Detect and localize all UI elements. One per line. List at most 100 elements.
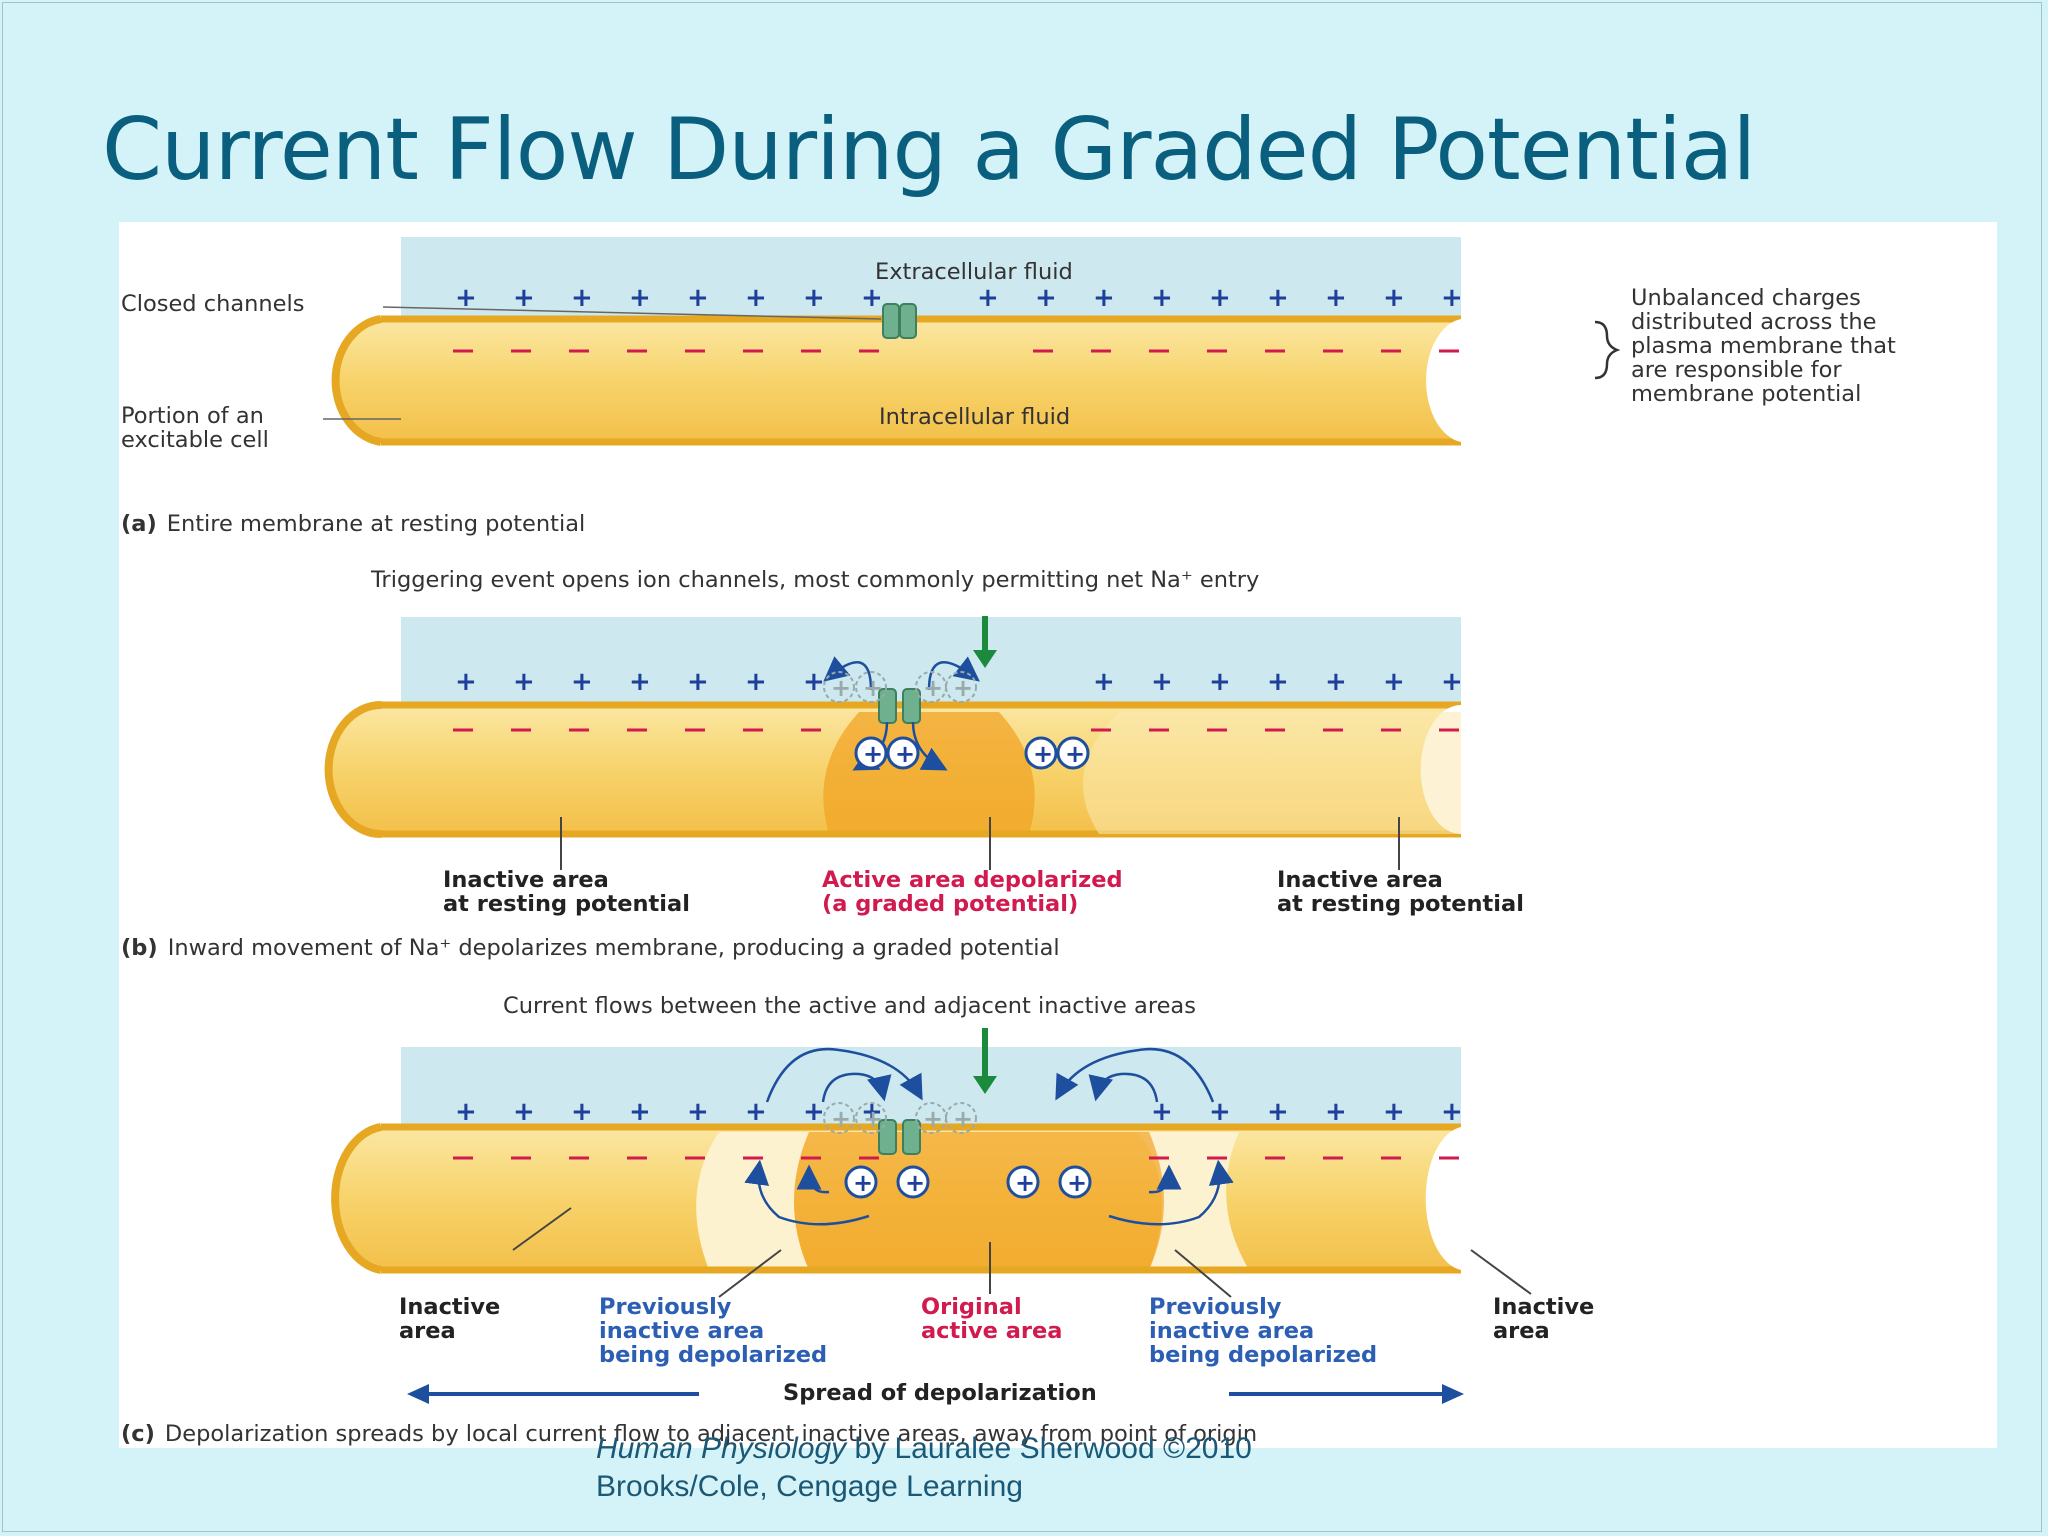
plus-charge: + [1267, 667, 1289, 697]
plus-charge: + [513, 1097, 535, 1127]
spread-arrow-right [1442, 1384, 1464, 1404]
ion-plus-sign: + [1065, 740, 1085, 768]
ion-plus-sign: + [863, 1105, 883, 1133]
intracellular-label: Intracellular fluid [879, 404, 1071, 430]
membrane-diagram: + + + + + + + + + + + + + + + + + + + + + + + + + + + + + + + [323, 237, 1997, 1410]
plus-charge: + [1441, 667, 1463, 697]
plus-charge: + [629, 283, 651, 313]
ion-plus-sign: + [923, 1105, 943, 1133]
ion-plus-sign: + [905, 1169, 925, 1197]
plus-charge: + [1209, 667, 1231, 697]
plus-charge: + [1383, 283, 1405, 313]
unbalanced-line-2: distributed across the [1631, 309, 1877, 335]
extracellular-region [401, 617, 1461, 705]
panel-c: ++++++++++++++ ++++++++ [331, 1028, 1997, 1410]
inactive-c-left-1: Inactive [399, 1294, 501, 1320]
original-1: Original [921, 1294, 1022, 1320]
inactive-left-1: Inactive area [443, 867, 609, 893]
plus-charge: + [745, 667, 767, 697]
plus-charge: + [861, 283, 883, 313]
plus-charge: + [1151, 667, 1173, 697]
plus-charge: + [1035, 283, 1057, 313]
open-channel-c [878, 1119, 921, 1155]
extracellular-label: Extracellular fluid [875, 259, 1073, 285]
sodium-ion [844, 1165, 878, 1199]
positive-charges: +++++++++++++++++ [455, 283, 1463, 313]
credit-line-2: Brooks/Cole, Cengage Learning [596, 1470, 1023, 1503]
plus-charge: + [1209, 283, 1231, 313]
slide-title: Current Flow During a Graded Potential [102, 100, 1756, 200]
previously-left-3: being depolarized [599, 1342, 828, 1368]
faded-ion [915, 1102, 947, 1134]
inactive-c-right-1: Inactive [1493, 1294, 1595, 1320]
credit-author: by Lauralee Sherwood ©2010 [846, 1432, 1252, 1465]
plus-charge: + [687, 283, 709, 313]
faded-ion [823, 1102, 855, 1134]
plus-charge: + [455, 1097, 477, 1127]
plus-charge: + [803, 667, 825, 697]
ion-plus-sign: + [1015, 1169, 1035, 1197]
plus-charge: + [687, 667, 709, 697]
original-active-fill [794, 1132, 1164, 1270]
positive-charges: ++++++++++++++ [455, 1097, 1463, 1127]
inactive-right-1: Inactive area [1277, 867, 1443, 893]
trigger-arrow [973, 1076, 997, 1094]
faded-ion [855, 1102, 887, 1134]
plus-charge: + [1325, 667, 1347, 697]
plus-charge: + [1325, 1097, 1347, 1127]
positive-charges: ++++++++++++++ [455, 667, 1463, 697]
active-area-fill [823, 712, 1035, 834]
sodium-ion [886, 736, 920, 770]
previously-right-1: Previously [1149, 1294, 1282, 1320]
portion-label-1: Portion of an [121, 403, 264, 429]
trigger-label: Triggering event opens ion channels, mos… [371, 567, 1260, 593]
ion-plus-sign: + [895, 740, 915, 768]
ion-plus-sign: + [923, 674, 943, 702]
sodium-ions: ++++++++ [823, 671, 1090, 770]
caption-c-text: Depolarization spreads by local current … [164, 1421, 1258, 1447]
unbalanced-line-5: membrane potential [1631, 381, 1862, 407]
sodium-ion [1024, 736, 1058, 770]
current-flow-label: Current flows between the active and adj… [503, 993, 1196, 1019]
inactive-c-right-2: area [1493, 1318, 1550, 1344]
plus-charge: + [455, 667, 477, 697]
ion-plus-sign: + [1067, 1169, 1087, 1197]
ion-plus-sign: + [831, 1105, 851, 1133]
plus-charge: + [687, 1097, 709, 1127]
plus-charge: + [803, 283, 825, 313]
spread-label: Spread of depolarization [783, 1380, 1097, 1406]
ion-plus-sign: + [1033, 740, 1053, 768]
ion-plus-sign: + [863, 740, 883, 768]
trigger-arrow [973, 650, 997, 668]
tag-b: (b) [121, 935, 158, 961]
sodium-ion [1006, 1165, 1040, 1199]
extracellular-region [401, 1047, 1461, 1127]
plus-charge: + [1151, 1097, 1173, 1127]
active-area-2: (a graded potential) [822, 891, 1079, 917]
plus-charge: + [745, 1097, 767, 1127]
caption-a: (a) Entire membrane at resting potential [121, 512, 585, 536]
previously-inactive-left-fill [696, 1132, 809, 1270]
sodium-ion [896, 1165, 930, 1199]
plus-charge: + [1383, 1097, 1405, 1127]
plus-charge: + [1209, 1097, 1231, 1127]
previously-right-3: being depolarized [1149, 1342, 1378, 1368]
plus-charge: + [745, 283, 767, 313]
ion-plus-sign: + [853, 1169, 873, 1197]
faded-ion [855, 671, 887, 703]
caption-a-text: Entire membrane at resting potential [166, 511, 586, 537]
original-2: active area [921, 1318, 1063, 1344]
spread-arrow-left [407, 1384, 429, 1404]
panel-b: ++++++++++++++ ++++++++ [324, 616, 1997, 870]
plus-charge: + [1093, 667, 1115, 697]
portion-label-2: excitable cell [121, 427, 269, 453]
cell-body [335, 319, 1461, 442]
inactive-c-left-2: area [399, 1318, 456, 1344]
previously-left-2: inactive area [599, 1318, 765, 1344]
plus-charge: + [1441, 283, 1463, 313]
plus-charge: + [1093, 283, 1115, 313]
faded-ion [915, 671, 947, 703]
caption-c: (c)Depolarization spreads by local curre… [121, 1422, 1257, 1446]
plus-charge: + [1267, 1097, 1289, 1127]
tag-a: (a) [121, 511, 157, 537]
